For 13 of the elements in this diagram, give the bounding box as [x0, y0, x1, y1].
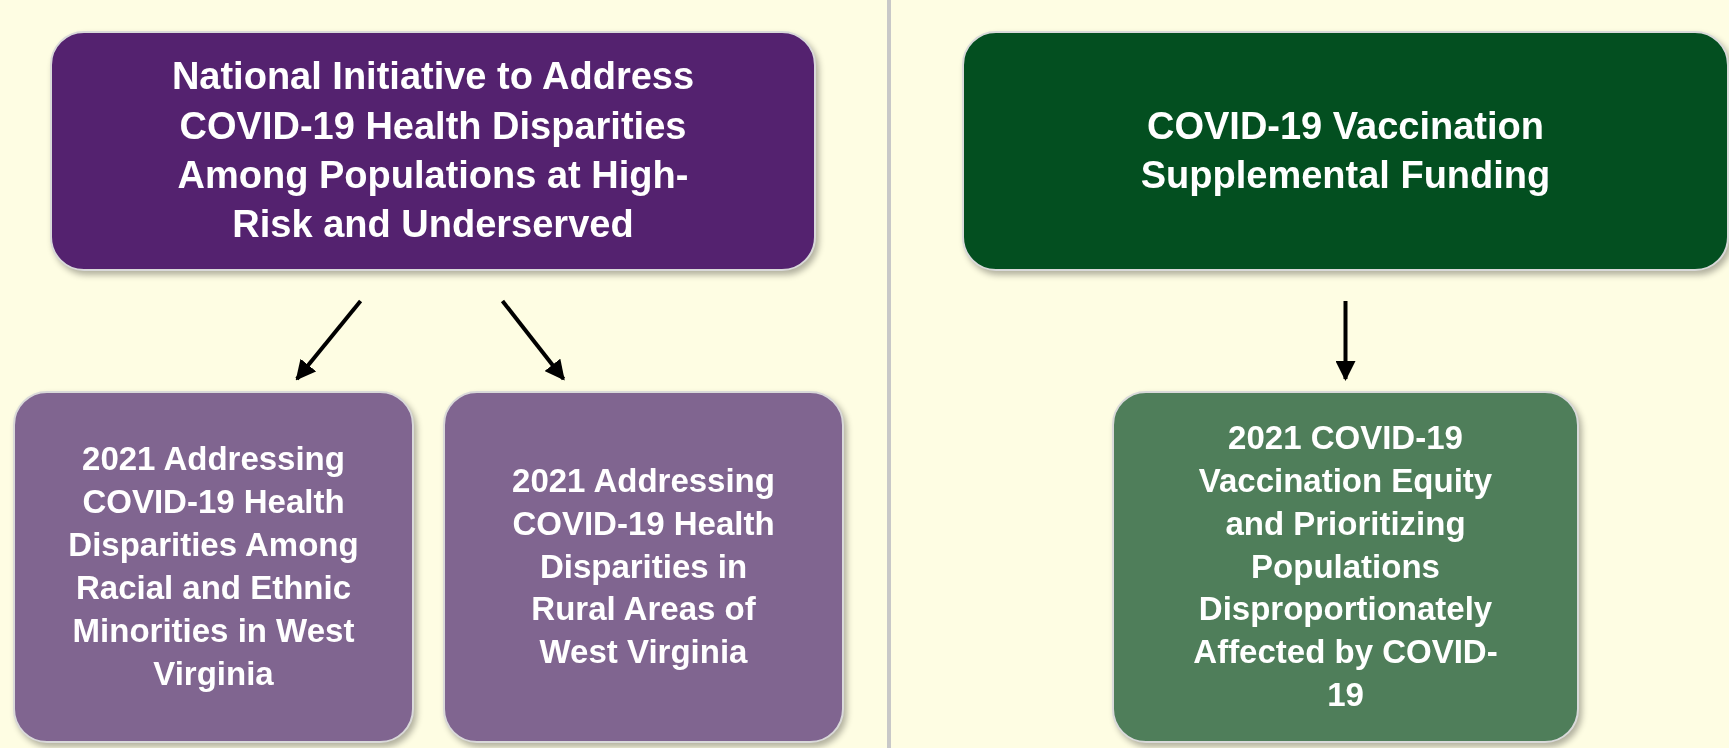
grant-box	[1112, 391, 1579, 743]
arrow	[295, 299, 363, 381]
box-text: National Initiative to Address COVID-19 Health Disparities Among Populations at High-Risk and Underserved	[170, 54, 696, 248]
grant-box	[13, 391, 414, 743]
box-text: 2021 Addressing COVID-19 Health Disparities in Rural Areas of West Virginia	[511, 460, 776, 673]
box-text: 2021 Addressing COVID-19 Health Disparities Among Racial and Ethnic Minorities in West Virginia	[67, 439, 360, 694]
program-box	[50, 31, 816, 271]
arrow	[500, 299, 566, 381]
grant-box	[443, 391, 844, 743]
arrow	[1335, 301, 1356, 381]
box-text: 2021 COVID-19 Vaccination Equity and Prioritizing Populations Disproportionately Affected by COVID-19	[1192, 417, 1499, 716]
program-box	[962, 31, 1729, 271]
box-text: COVID-19 Vaccination Supplemental Funding	[1139, 103, 1552, 198]
